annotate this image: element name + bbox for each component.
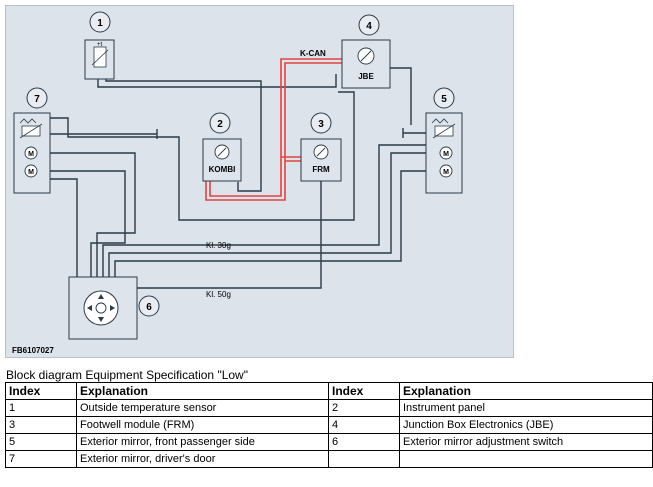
wire-mirror-5-motor-2 xyxy=(114,170,426,277)
table-row: 7 Exterior mirror, driver's door xyxy=(5,450,653,468)
exterior-mirror-driver: M M xyxy=(13,112,51,194)
cell-explanation: Exterior mirror, driver's door xyxy=(76,450,329,468)
mirror-5-motor-1 xyxy=(439,146,453,160)
mirror-7-motor-1 xyxy=(24,146,38,160)
cell-index: 2 xyxy=(328,399,400,417)
badge-5: 5 xyxy=(433,87,455,109)
wire-sensor-to-kombi xyxy=(105,74,262,192)
badge-2: 2 xyxy=(209,112,231,134)
instrument-panel-kombi: KOMBI xyxy=(202,138,242,182)
header-explanation: Explanation xyxy=(399,382,653,400)
cell-index: 4 xyxy=(328,416,400,434)
kl-50g-label: Kl. 50g xyxy=(206,290,231,299)
wire-mirror-5-common xyxy=(102,144,426,277)
wire-sensor-to-jbe xyxy=(97,69,337,88)
cell-explanation xyxy=(399,450,653,468)
cell-explanation: Exterior mirror, front passenger side xyxy=(76,433,329,451)
k-can-label: K-CAN xyxy=(300,49,326,58)
svg-text:M: M xyxy=(443,151,449,158)
diagram-caption: Block diagram Equipment Specification "L… xyxy=(6,368,248,382)
exterior-mirror-passenger: M M xyxy=(425,112,463,194)
badge-6: 6 xyxy=(138,295,160,317)
mirror-5-motor-2 xyxy=(439,164,453,178)
wire-mirror-5-motor-1 xyxy=(108,152,426,277)
wire-jbe-to-mirror-5 xyxy=(390,67,412,125)
svg-text:7: 7 xyxy=(34,94,40,105)
svg-text:1: 1 xyxy=(97,18,103,29)
cell-explanation: Junction Box Electronics (JBE) xyxy=(399,416,653,434)
svg-text:6: 6 xyxy=(146,302,152,313)
svg-text:JBE: JBE xyxy=(358,72,374,81)
badge-4: 4 xyxy=(358,14,380,36)
junction-box-electronics-jbe: JBE xyxy=(341,39,391,89)
svg-text:2: 2 xyxy=(217,119,223,130)
cell-explanation: Instrument panel xyxy=(399,399,653,417)
svg-text:3: 3 xyxy=(318,119,324,130)
outside-temperature-sensor: +t xyxy=(84,39,115,80)
wire-mirror-7-common xyxy=(50,178,78,277)
svg-text:M: M xyxy=(443,169,449,176)
table-row: 5 Exterior mirror, front passenger side … xyxy=(5,433,653,451)
table-row: 3 Footwell module (FRM) 4 Junction Box E… xyxy=(5,416,653,434)
kl-30g-label: Kl. 30g xyxy=(206,241,231,250)
wire-kl-50g xyxy=(133,181,322,289)
block-diagram: K-CAN Kl. 30g Kl. 50g FB6107027 +t 1 KOM… xyxy=(12,11,463,355)
mirror-7-motor-2 xyxy=(24,164,38,178)
cell-explanation: Footwell module (FRM) xyxy=(76,416,329,434)
footwell-module-frm: FRM xyxy=(300,138,342,182)
cell-index: 7 xyxy=(5,450,77,468)
cell-explanation: Exterior mirror adjustment switch xyxy=(399,433,653,451)
exterior-mirror-adjustment-switch xyxy=(68,276,138,340)
cell-index: 5 xyxy=(5,433,77,451)
k-can-bus xyxy=(205,58,342,201)
svg-text:4: 4 xyxy=(366,21,372,32)
badge-3: 3 xyxy=(310,112,332,134)
wiring xyxy=(50,67,426,289)
svg-text:M: M xyxy=(28,169,34,176)
cell-index xyxy=(328,450,400,468)
cell-index: 1 xyxy=(5,399,77,417)
svg-text:5: 5 xyxy=(441,94,447,105)
wire-mirror-7-to-jbe xyxy=(50,91,355,221)
legend-table: Index Explanation Index Explanation 1 Ou… xyxy=(5,382,653,468)
svg-text:M: M xyxy=(28,151,34,158)
wire-mirror-7-motor-2 xyxy=(50,170,126,277)
image-code: FB6107027 xyxy=(12,346,54,355)
cell-index: 6 xyxy=(328,433,400,451)
header-explanation: Explanation xyxy=(76,382,329,400)
svg-text:FRM: FRM xyxy=(312,165,330,174)
legend-header-row: Index Explanation Index Explanation xyxy=(5,382,653,400)
badge-7: 7 xyxy=(26,87,48,109)
header-index: Index xyxy=(5,382,77,400)
svg-text:+t: +t xyxy=(97,42,103,48)
wire-mirror-7-motor-1 xyxy=(50,152,136,277)
header-index: Index xyxy=(328,382,400,400)
cell-explanation: Outside temperature sensor xyxy=(76,399,329,417)
badge-1: 1 xyxy=(89,11,111,33)
table-row: 1 Outside temperature sensor 2 Instrumen… xyxy=(5,399,653,417)
cell-index: 3 xyxy=(5,416,77,434)
svg-text:KOMBI: KOMBI xyxy=(209,165,236,174)
